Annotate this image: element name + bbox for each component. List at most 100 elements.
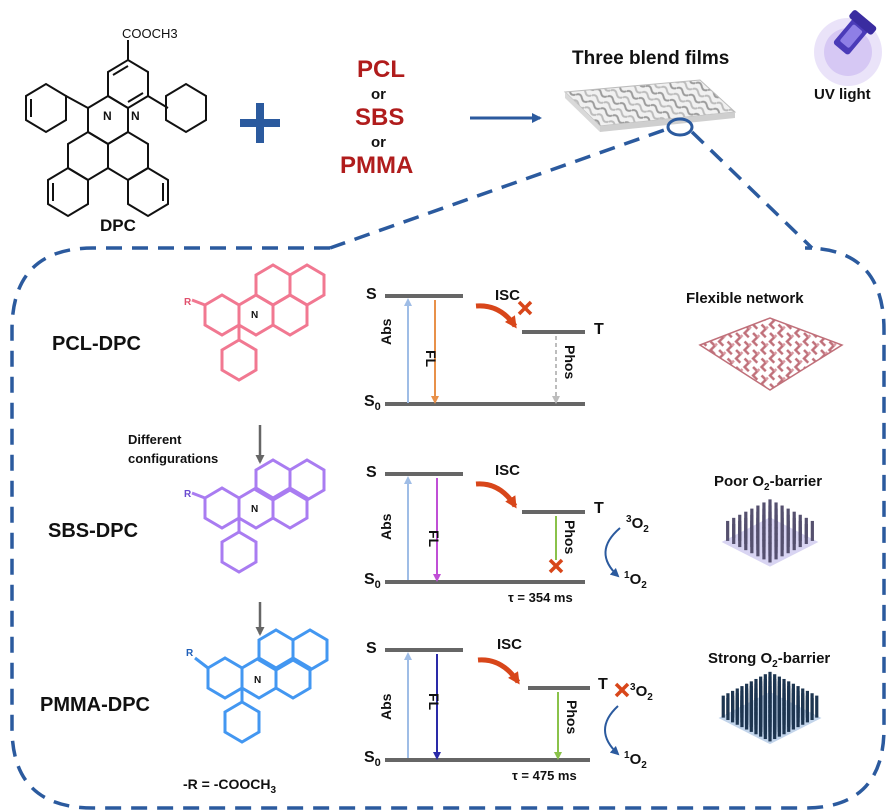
pillar — [735, 702, 739, 725]
pillar — [777, 714, 781, 737]
pillar — [731, 700, 735, 723]
pillar — [726, 520, 730, 541]
sbs-t-label: T — [594, 500, 604, 517]
pillar — [732, 524, 736, 544]
sbs-r-label: R — [184, 489, 192, 500]
pcl-s0-label: S0 — [364, 393, 381, 414]
pmma-triplet-o2: 3O2 — [630, 682, 653, 703]
pillar — [759, 714, 763, 737]
pcl-molecule — [191, 263, 326, 382]
uv-flashlight-icon — [814, 10, 882, 86]
pillar — [801, 702, 805, 725]
pcl-s-label: S — [366, 286, 377, 303]
row-name-sbs: SBS-DPC — [48, 520, 139, 542]
pillar — [782, 712, 786, 735]
sbs-s0-label: S0 — [364, 571, 381, 592]
pmma-network-label: Strong O2-barrier — [708, 650, 831, 670]
pillar — [754, 712, 758, 735]
pillar — [763, 717, 767, 740]
pillar — [744, 530, 748, 551]
polymer-or-1: or — [371, 86, 386, 103]
sbs-isc-label: ISC — [495, 462, 521, 479]
dpc-molecule — [25, 40, 207, 218]
sbs-n-label: N — [251, 504, 258, 515]
pillar — [796, 705, 800, 728]
pillar — [810, 520, 814, 541]
pillar — [780, 536, 784, 557]
pillar — [721, 695, 725, 718]
pillar — [773, 717, 777, 740]
polymer-pmma: PMMA — [340, 152, 414, 179]
films-title: Three blend films — [572, 48, 730, 69]
pillar — [810, 698, 814, 720]
pcl-phos-label: Phos — [562, 345, 578, 380]
pillar — [762, 539, 766, 560]
pmma-fl-label: FL — [426, 693, 442, 711]
pcl-r-label: R — [184, 297, 192, 308]
pcl-fl-label: FL — [423, 350, 439, 368]
pillar — [786, 533, 790, 554]
pillar — [750, 533, 754, 554]
o2-blocked-cross — [614, 682, 630, 698]
zoom-line-right — [690, 130, 814, 250]
plus-icon — [240, 103, 280, 143]
pmma-lifetime: τ = 475 ms — [512, 768, 577, 783]
pcl-isc-label: ISC — [495, 287, 521, 304]
pcl-t-label: T — [594, 321, 604, 338]
pillar — [804, 524, 808, 544]
pillar — [792, 530, 796, 551]
pillar — [768, 719, 772, 742]
pcl-n-label: N — [251, 310, 258, 321]
sbs-phos-label: Phos — [562, 520, 578, 555]
sbs-s-label: S — [366, 464, 377, 481]
row-name-pcl: PCL-DPC — [52, 333, 141, 355]
pmma-abs-label: Abs — [378, 693, 394, 720]
sbs-network-label: Poor O2-barrier — [714, 473, 823, 493]
pillar — [726, 698, 730, 720]
blend-film-image — [563, 79, 737, 132]
pcl-network-label: Flexible network — [686, 290, 804, 307]
pillar — [798, 527, 802, 548]
energy-diagram-pmma — [385, 648, 630, 762]
pmma-phos-label: Phos — [564, 700, 580, 735]
pillar — [791, 707, 795, 730]
polymer-sbs: SBS — [355, 104, 405, 131]
pillar — [749, 709, 753, 732]
pmma-n-label: N — [254, 675, 261, 686]
pillar — [738, 527, 742, 548]
energy-diagram-pcl — [385, 294, 585, 406]
flexible-network-image — [698, 317, 844, 391]
sbs-triplet-o2: 3O2 — [626, 514, 649, 535]
dpc-label: DPC — [100, 216, 136, 235]
dpc-n-right: N — [131, 109, 140, 123]
polymer-pcl: PCL — [357, 56, 405, 83]
pillar — [805, 700, 809, 723]
pillar — [756, 536, 760, 557]
poor-barrier-image — [721, 499, 819, 567]
pillar — [768, 542, 772, 563]
r-definition-note: -R = -COOCH3 — [183, 776, 277, 796]
pillar — [787, 709, 791, 732]
uv-label: UV light — [814, 86, 871, 103]
isc-blocked-cross — [517, 300, 533, 316]
pmma-singlet-o2: 1O2 — [624, 750, 647, 771]
zoom-line-left — [329, 126, 671, 250]
sbs-molecule — [191, 458, 326, 574]
sbs-abs-label: Abs — [378, 513, 394, 540]
sbs-singlet-o2: 1O2 — [624, 570, 647, 591]
polymer-or-2: or — [371, 134, 386, 151]
pmma-isc-label: ISC — [497, 636, 523, 653]
substituent-label: COOCH3 — [122, 26, 178, 41]
configurations-note: Different configurations — [128, 432, 219, 466]
pmma-s-label: S — [366, 640, 377, 657]
pmma-molecule — [194, 628, 329, 744]
pillar — [740, 705, 744, 728]
energy-diagram-sbs — [385, 472, 621, 584]
dpc-n-left: N — [103, 109, 112, 123]
row-name-pmma: PMMA-DPC — [40, 694, 150, 716]
pmma-s0-label: S0 — [364, 749, 381, 770]
pillar — [774, 539, 778, 560]
strong-barrier-image — [718, 671, 822, 745]
pmma-t-label: T — [598, 676, 608, 693]
